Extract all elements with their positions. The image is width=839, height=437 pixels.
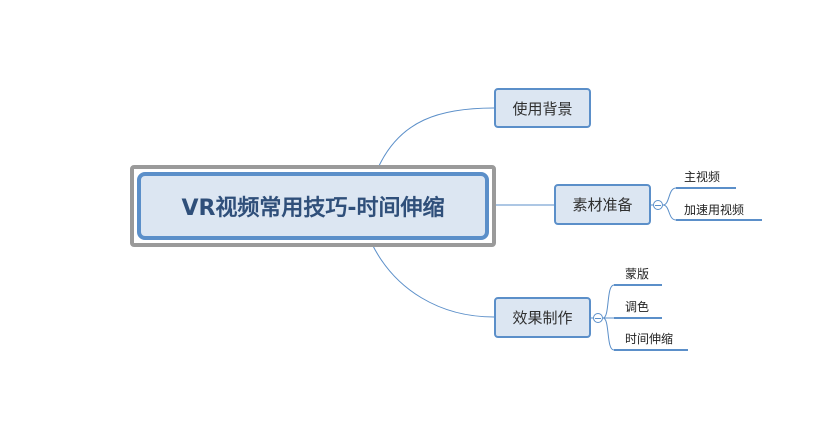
branch-node-material[interactable]: 素材准备 xyxy=(554,184,651,225)
leaf-color[interactable]: 调色 xyxy=(625,298,649,315)
connector-background xyxy=(377,107,495,169)
central-topic[interactable]: VR视频常用技巧-时间伸缩 xyxy=(137,172,489,240)
branch-label-effects: 效果制作 xyxy=(512,309,573,327)
connector-effects xyxy=(371,243,495,318)
leaf-mask[interactable]: 蒙版 xyxy=(625,265,649,282)
leaf-label-color: 调色 xyxy=(625,300,650,314)
leaf-label-mask: 蒙版 xyxy=(625,267,650,281)
leaf-label-main-video: 主视频 xyxy=(684,170,721,184)
leaf-label-speed-video: 加速用视频 xyxy=(684,203,745,217)
branch-label-background: 使用背景 xyxy=(512,99,573,118)
branch-node-effects[interactable]: 效果制作 xyxy=(494,297,591,338)
leaf-speed-video[interactable]: 加速用视频 xyxy=(684,201,744,218)
collapse-material-button[interactable] xyxy=(653,200,663,210)
branch-label-material: 素材准备 xyxy=(572,196,633,214)
branch-node-background[interactable]: 使用背景 xyxy=(494,88,591,128)
leaf-time-stretch[interactable]: 时间伸缩 xyxy=(625,330,673,347)
collapse-effects-button[interactable] xyxy=(593,313,603,323)
leaf-label-time-stretch: 时间伸缩 xyxy=(625,332,674,346)
leaf-main-video[interactable]: 主视频 xyxy=(684,168,720,185)
central-topic-label: VR视频常用技巧-时间伸缩 xyxy=(181,196,445,221)
